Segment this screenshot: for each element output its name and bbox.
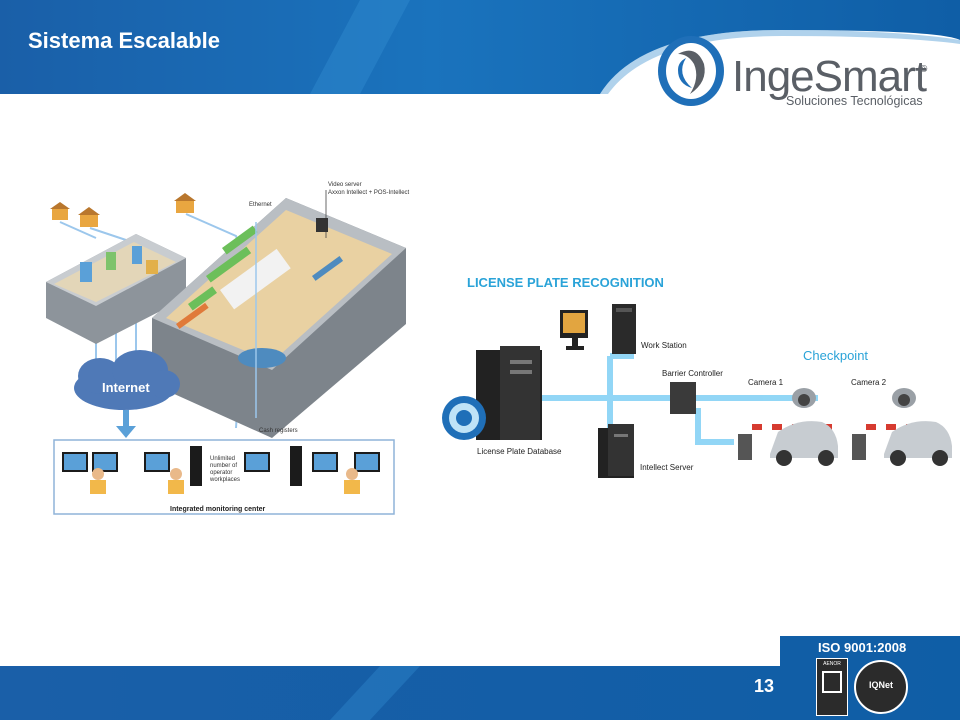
camera2-label: Camera 2 bbox=[851, 378, 887, 387]
database-label: License Plate Database bbox=[477, 447, 562, 456]
slide-title: Sistema Escalable bbox=[28, 28, 221, 53]
store-network-illustration bbox=[46, 190, 406, 515]
logo-registered: ® bbox=[920, 64, 928, 75]
monitoring-center-label: Integrated monitoring center bbox=[170, 506, 266, 513]
internet-cloud-icon bbox=[74, 350, 180, 410]
camera-icon bbox=[792, 388, 916, 408]
internet-label: Internet bbox=[102, 380, 150, 395]
ethernet-label: Ethernet bbox=[249, 202, 272, 208]
page-number: 13 bbox=[753, 676, 775, 696]
car-icon bbox=[770, 421, 952, 466]
camera1-label: Camera 1 bbox=[748, 378, 784, 387]
barrier-controller-icon bbox=[670, 382, 696, 414]
lpr-diagram bbox=[442, 304, 952, 478]
iqnet-seal-icon: IQNet bbox=[854, 660, 908, 714]
video-server-label: Video server bbox=[328, 182, 362, 188]
operator-icon bbox=[92, 468, 358, 480]
intellect-server-icon bbox=[598, 424, 634, 478]
barrier-controller-label: Barrier Controller bbox=[662, 369, 723, 378]
axxon-label: Axxon Intellect + POS-Intellect bbox=[328, 190, 410, 196]
iso-certification: ISO 9001:2008 bbox=[818, 640, 907, 655]
aenor-seal-icon: AENOR bbox=[816, 658, 848, 716]
logo-name: IngeSmart bbox=[732, 52, 927, 101]
workplaces-label: Unlimited number of operator workplaces bbox=[210, 456, 241, 483]
header-band bbox=[0, 0, 960, 94]
logo-tagline: Soluciones Tecnológicas bbox=[786, 94, 923, 108]
footer-band bbox=[0, 636, 960, 720]
cash-registers-label: Cash registers bbox=[259, 428, 298, 434]
workstation-icon bbox=[560, 304, 636, 354]
work-station-label: Work Station bbox=[641, 341, 687, 350]
checkpoint-label: Checkpoint bbox=[803, 348, 869, 363]
ingesmart-logo-icon bbox=[658, 36, 724, 106]
house-icon bbox=[50, 193, 196, 227]
database-server-icon bbox=[442, 346, 542, 440]
intellect-server-label: Intellect Server bbox=[640, 463, 694, 472]
lpr-title: LICENSE PLATE RECOGNITION bbox=[467, 275, 664, 290]
